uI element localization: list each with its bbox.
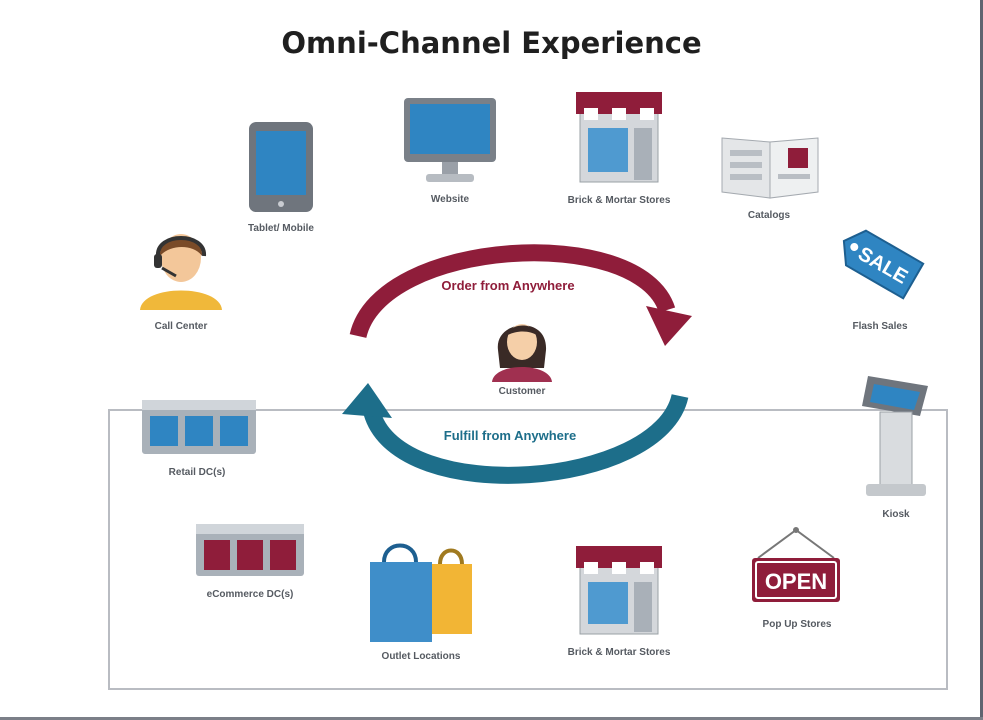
- pop-up-stores-label: Pop Up Stores: [762, 619, 832, 630]
- cycle-arrows: [342, 244, 692, 484]
- order-arc: [349, 244, 676, 339]
- ecommerce-dc-label: eCommerce DC(s): [206, 589, 294, 600]
- retail-dc-label: Retail DC(s): [168, 467, 226, 478]
- fulfill-arc: [363, 393, 689, 484]
- flash-sales-label: Flash Sales: [852, 321, 908, 332]
- catalog-icon: [721, 137, 819, 199]
- fulfill-arrowhead: [342, 383, 392, 418]
- call-center-agent-icon: [140, 234, 222, 310]
- fulfill-from-anywhere-label: Fulfill from Anywhere: [443, 428, 577, 443]
- customer-label: Customer: [498, 386, 546, 397]
- open-sign-icon: OPEN: [752, 527, 840, 602]
- website-monitor-icon: [404, 98, 496, 182]
- retail-warehouse-icon: [142, 400, 256, 454]
- fulfillment-region-frame: [108, 409, 948, 690]
- diagram-title: Omni-Channel Experience: [281, 26, 702, 60]
- order-arrowhead: [646, 306, 692, 346]
- window-edge-bottom: [0, 717, 983, 720]
- catalogs-label: Catalogs: [747, 210, 791, 221]
- tablet-icon: [249, 122, 313, 212]
- open-sign-text: OPEN: [765, 569, 827, 594]
- order-from-anywhere-label: Order from Anywhere: [441, 278, 575, 293]
- ecommerce-warehouse-icon: [196, 524, 304, 576]
- kiosk-icon: [862, 376, 928, 496]
- brick-mortar-label: Brick & Mortar Stores: [567, 195, 671, 206]
- kiosk-label: Kiosk: [882, 509, 910, 520]
- customer-icon: [492, 324, 552, 382]
- website-label: Website: [430, 194, 470, 205]
- tablet-mobile-label: Tablet/ Mobile: [248, 223, 314, 234]
- outlet-locations-label: Outlet Locations: [381, 651, 461, 662]
- brick-mortar-bottom-label: Brick & Mortar Stores: [567, 647, 671, 658]
- sale-tag-icon: SALE: [842, 229, 925, 300]
- storefront-icon: [576, 92, 662, 183]
- shopping-bags-icon: [370, 543, 472, 642]
- storefront-icon-bottom: [576, 546, 662, 635]
- call-center-label: Call Center: [154, 321, 208, 332]
- window-edge-right: [980, 0, 983, 720]
